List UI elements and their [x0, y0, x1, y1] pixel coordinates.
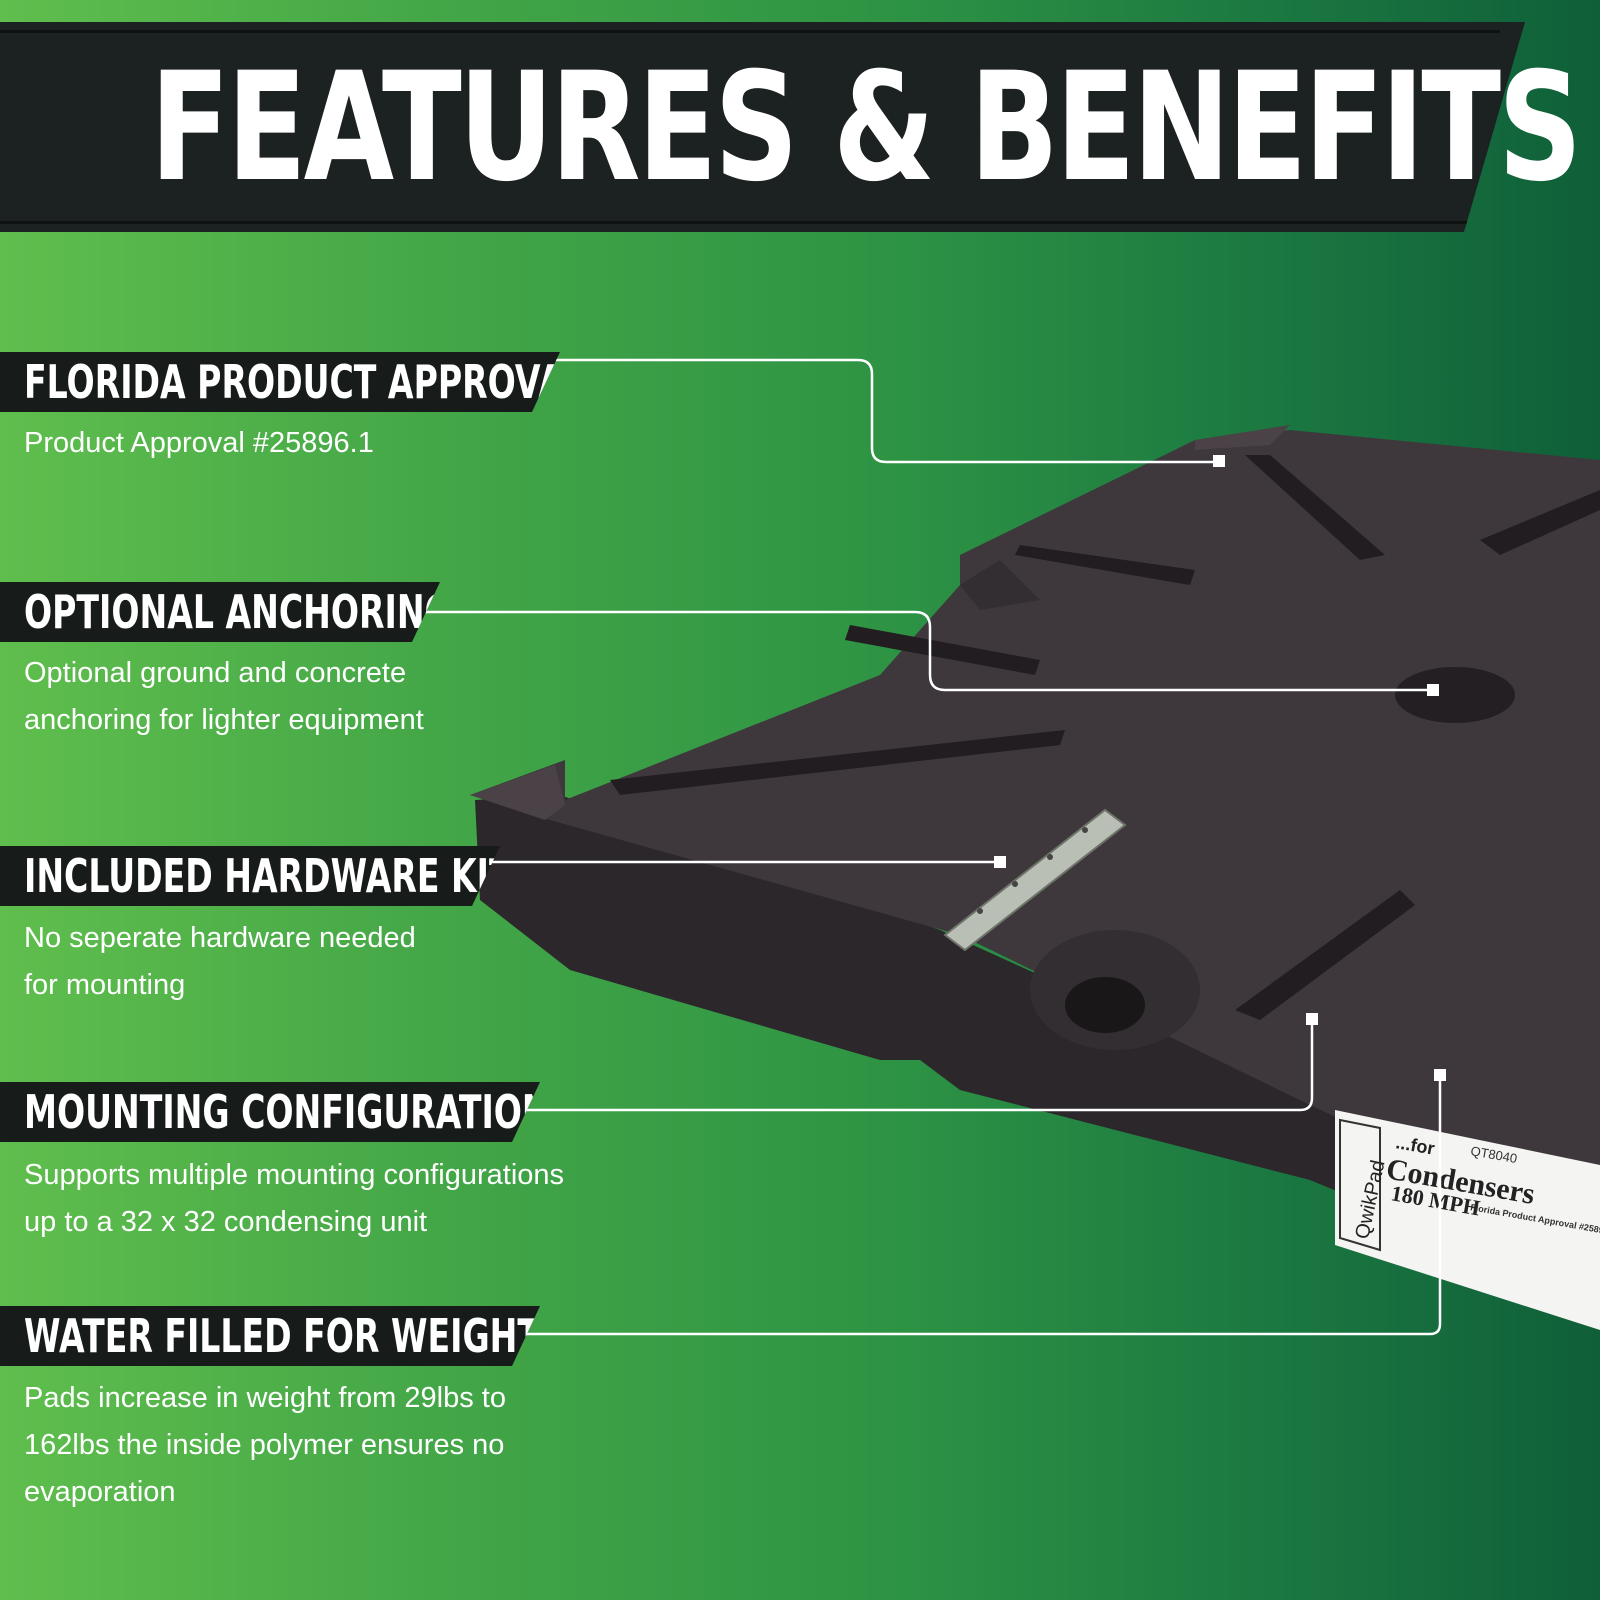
hardware-bracket: [943, 808, 1127, 952]
feature-desc-anchoring: Optional ground and concrete anchoring f…: [24, 650, 664, 744]
feature-label-water: WATER FILLED FOR WEIGHT: [0, 1306, 540, 1366]
feature-desc-line: Pads increase in weight from 29lbs to: [24, 1382, 506, 1414]
feature-desc-florida: Product Approval #25896.1: [24, 420, 664, 467]
feature-desc-line: for mounting: [24, 969, 186, 1001]
callout-dot-florida: [1213, 455, 1225, 467]
feature-label-text: FLORIDA PRODUCT APPROVAL: [24, 355, 586, 409]
feature-label-mounting: MOUNTING CONFIGURATIONS: [0, 1082, 540, 1142]
callout-line-florida: [540, 358, 1220, 464]
feature-desc-water: Pads increase in weight from 29lbs to 16…: [24, 1375, 664, 1516]
feature-desc-mounting: Supports multiple mounting configuration…: [24, 1152, 664, 1246]
page-title: FEATURES & BENEFITS: [150, 41, 1582, 215]
product-label: QwikPad ...for Condensers QT8040 180 MPH…: [1335, 1110, 1600, 1330]
callout-line-mounting: [515, 1020, 1314, 1112]
title-banner: [0, 22, 1525, 232]
feature-label-florida: FLORIDA PRODUCT APPROVAL: [0, 352, 560, 412]
feature-desc-line: anchoring for lighter equipment: [24, 704, 424, 736]
feature-label-anchoring: OPTIONAL ANCHORING: [0, 582, 440, 642]
feature-label-text: MOUNTING CONFIGURATIONS: [24, 1085, 574, 1139]
callout-dot-mounting: [1306, 1013, 1318, 1025]
feature-desc-line: Optional ground and concrete: [24, 657, 407, 689]
feature-desc-hardware: No seperate hardware needed for mounting: [24, 915, 664, 1009]
title-banner-border: [0, 30, 1500, 224]
feature-label-hardware: INCLUDED HARDWARE KIT: [0, 846, 500, 906]
feature-desc-line: up to a 32 x 32 condensing unit: [24, 1206, 428, 1238]
feature-label-text: OPTIONAL ANCHORING: [24, 585, 452, 639]
feature-label-text: WATER FILLED FOR WEIGHT: [24, 1309, 540, 1363]
callout-line-anchoring: [420, 610, 1432, 692]
feature-desc-line: evaporation: [24, 1476, 176, 1508]
feature-desc-line: No seperate hardware needed: [24, 922, 416, 954]
feature-desc-line: Supports multiple mounting configuration…: [24, 1159, 565, 1191]
callout-line-water: [520, 1075, 1442, 1336]
feature-desc-line: Product Approval #25896.1: [24, 427, 374, 459]
feature-desc-line: 162lbs the inside polymer ensures no: [24, 1429, 505, 1461]
callout-dot-hardware: [994, 856, 1006, 868]
feature-label-text: INCLUDED HARDWARE KIT: [24, 849, 512, 903]
callout-dot-water: [1434, 1069, 1446, 1081]
callout-dot-anchoring: [1427, 684, 1439, 696]
